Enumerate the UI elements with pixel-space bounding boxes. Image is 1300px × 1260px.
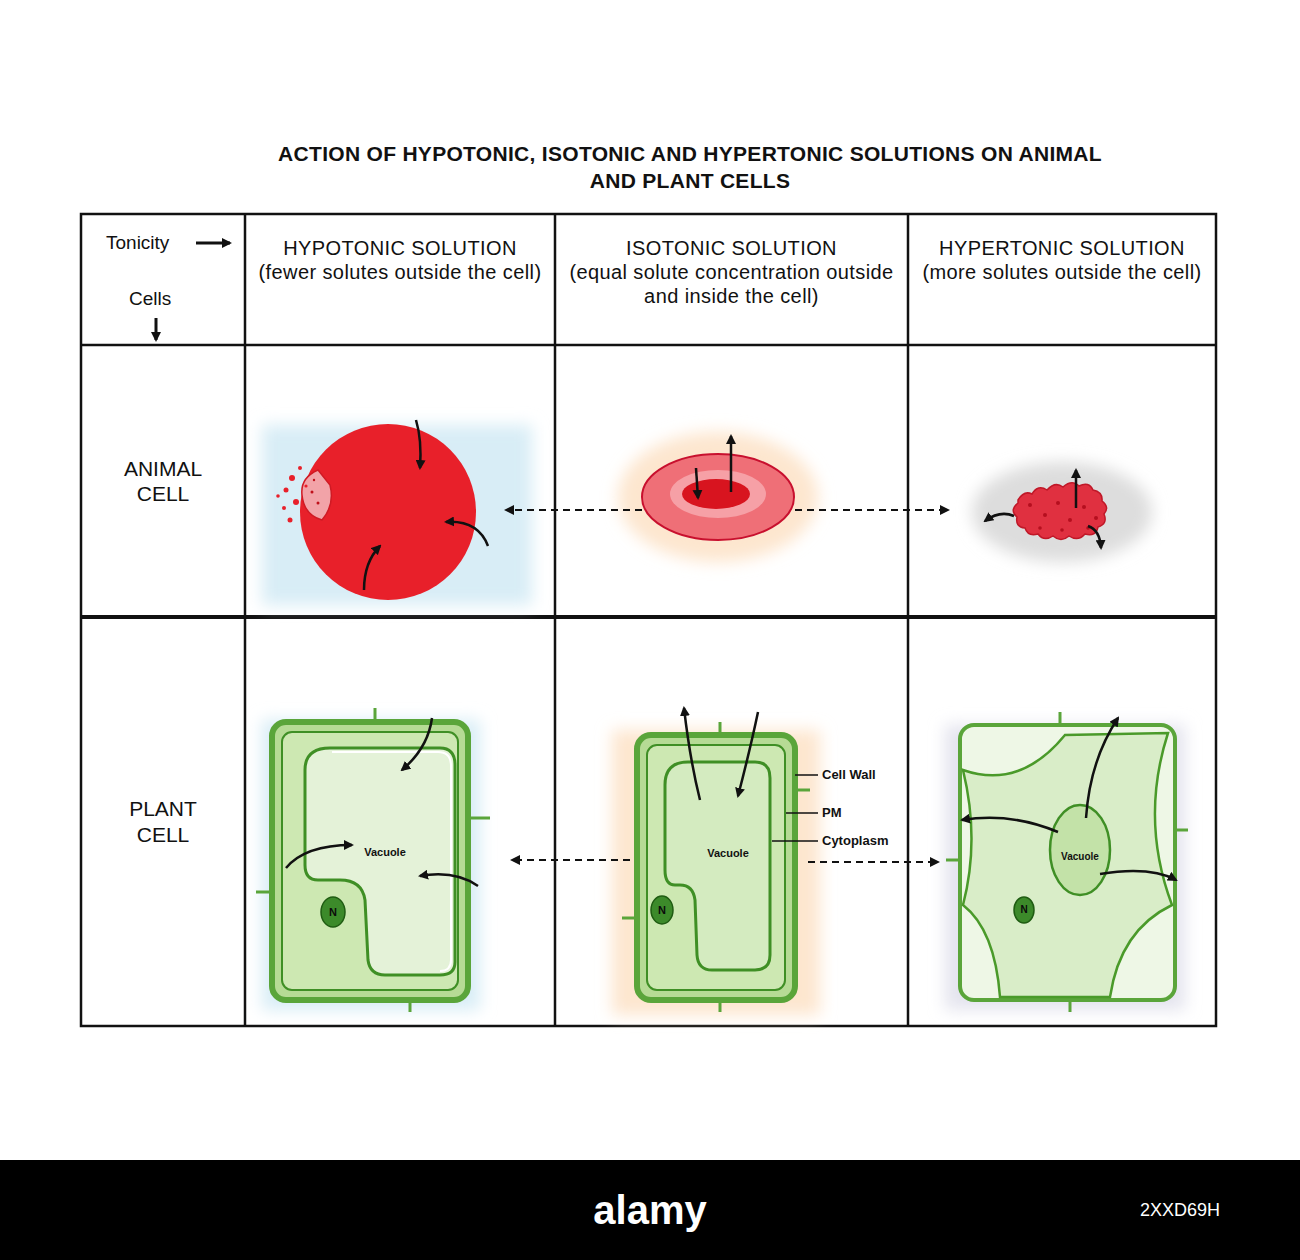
vacuole-label: Vacuole	[364, 846, 406, 859]
water-arrows	[364, 420, 488, 590]
row-label: ANIMAL CELL	[108, 456, 218, 506]
column-heading: HYPOTONIC SOLUTION	[283, 236, 517, 260]
turgid-plant-cell	[256, 708, 490, 1012]
column-description: (fewer solutes outside the cell)	[259, 260, 542, 284]
nucleus-label: N	[329, 906, 337, 919]
row-label: PLANT CELL	[108, 796, 218, 846]
part-label: PM	[822, 806, 842, 821]
crenated-red-cell	[1013, 483, 1106, 540]
column-header-cell: TonicityCells	[81, 214, 245, 345]
water-arrows	[985, 470, 1101, 548]
water-arrows	[684, 708, 758, 800]
bursting-red-cell	[276, 424, 476, 600]
watermark-bar	[0, 1160, 1300, 1260]
image-id: 2XXD69H	[1140, 1200, 1220, 1221]
vacuole-label: Vacuole	[1061, 851, 1099, 863]
table-grid	[81, 214, 1216, 1026]
vacuole-label: Vacuole	[707, 847, 749, 860]
column-description: (equal solute concentration outside and …	[565, 260, 898, 308]
column-heading: HYPERTONIC SOLUTION	[939, 236, 1185, 260]
nucleus-label: N	[1020, 904, 1027, 916]
title: ACTION OF HYPOTONIC, ISOTONIC AND HYPERT…	[270, 140, 1110, 195]
part-label: Cell Wall	[822, 768, 876, 783]
column-heading: ISOTONIC SOLUTION	[626, 236, 837, 260]
plasmolysed-plant-cell	[946, 712, 1188, 1012]
normal-red-cell	[642, 454, 794, 540]
water-arrows	[286, 718, 478, 886]
column-description: (more solutes outside the cell)	[922, 260, 1201, 284]
column-header-cell: HYPOTONIC SOLUTION(fewer solutes outside…	[245, 214, 555, 345]
water-arrows	[696, 436, 731, 498]
nucleus-label: N	[658, 904, 666, 917]
column-header-cell: HYPERTONIC SOLUTION(more solutes outside…	[908, 214, 1216, 345]
watermark: alamy	[593, 1187, 706, 1233]
part-label: Cytoplasm	[822, 834, 888, 849]
background-glow	[262, 425, 1185, 1015]
axis-label: Cells	[129, 288, 171, 311]
column-header-cell: ISOTONIC SOLUTION(equal solute concentra…	[555, 214, 908, 345]
row-header-cell: ANIMAL CELL	[81, 345, 245, 617]
row-header-cell: PLANT CELL	[81, 617, 245, 1026]
water-arrows	[962, 718, 1176, 880]
axis-label: Tonicity	[106, 232, 169, 255]
normal-plant-cell	[622, 722, 818, 1012]
